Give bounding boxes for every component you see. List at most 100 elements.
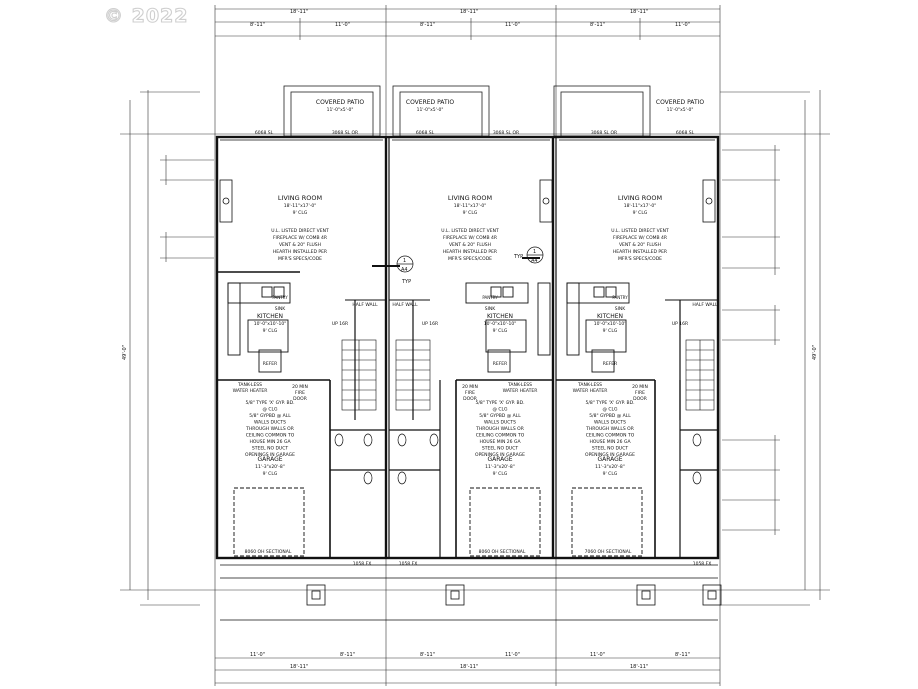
stair-up-label: UP 16R	[332, 321, 348, 327]
kitchen-dims: 10'-0"x10'-10"	[254, 321, 287, 327]
living-room-ceiling: 9' CLG	[633, 210, 648, 216]
dim-bottom-split-5: 11'-0"	[590, 652, 605, 658]
dim-top-split-4: 11'-0"	[505, 22, 520, 28]
covered-patio-label: COVERED PATIO	[316, 99, 364, 106]
fireplace-note-line: HEARTH INSTALLED PER	[273, 249, 327, 255]
pantry-label: PANTRY	[612, 295, 628, 300]
stair-up-label: UP 16R	[672, 321, 688, 327]
dim-top-overall-2: 18'-11"	[460, 9, 478, 15]
gypsum-note-line: THROUGH WALLS OR	[475, 426, 524, 432]
gypsum-note-line: CEILING COMMON TO	[476, 433, 525, 439]
patio-door-right-label: 6068 SL	[416, 130, 435, 136]
kitchen-sink-label: SINK	[615, 306, 627, 312]
fire-door-label: 20 MIN	[292, 384, 308, 390]
refrigerator-label: REFER	[493, 361, 508, 367]
kitchen-counters	[227, 282, 630, 373]
water-heater-label: WATER HEATER	[573, 388, 608, 394]
living-room-ceiling: 9' CLG	[293, 210, 308, 216]
fireplace-note-line: U.L. LISTED DIRECT VENT	[441, 228, 499, 234]
pantry-label: PANTRY	[482, 295, 498, 300]
gypsum-note-line: 5/8" GYPBD @ ALL	[479, 413, 521, 419]
fireplace-note-line: FIREPLACE W/ COMB 4R	[613, 235, 667, 241]
refrigerator-label: REFER	[263, 361, 278, 367]
living-room-label: LIVING ROOM	[448, 194, 492, 202]
living-room-label: LIVING ROOM	[618, 194, 662, 202]
gypsum-note-line: WALLS DUCTS	[594, 420, 626, 426]
garage-ceiling: 9' CLG	[603, 471, 618, 477]
section-mark-2-typ: TYP	[513, 254, 523, 260]
dim-bottom-overall-3: 18'-11"	[630, 664, 648, 670]
gypsum-note-line: OPENINGS IN GARAGE	[585, 452, 635, 458]
water-heater-label: TANK-LESS	[577, 382, 602, 388]
living-room-dims: 18'-11"x17'-0"	[284, 203, 317, 209]
garage-dims: 11'-3"x20'-8"	[255, 464, 285, 470]
section-mark-1-number: 1	[403, 258, 406, 264]
fire-door-label: FIRE	[635, 390, 645, 396]
dim-bottom-overall-1: 18'-11"	[290, 664, 308, 670]
fireplace-note-line: MFR'S SPECS/CODE	[278, 256, 322, 262]
fire-door-label: DOOR	[633, 396, 647, 402]
dim-right-overall: 49'-0"	[812, 345, 818, 360]
fire-door-label: 20 MIN	[632, 384, 648, 390]
fireplace-note-line: VENT & 20" FLUSH	[449, 242, 491, 248]
garage-ceiling: 9' CLG	[263, 471, 278, 477]
fire-door-label: DOOR	[463, 396, 477, 402]
kitchen-sink-label: SINK	[275, 306, 287, 312]
water-heater-label: WATER HEATER	[503, 388, 538, 394]
living-room-dims: 18'-11"x17'-0"	[624, 203, 657, 209]
garage-door-label: 8060 OH SECTIONAL	[479, 549, 526, 555]
gypsum-note-line: HOUSE MIN 26 GA	[249, 439, 291, 445]
gypsum-note-line: CEILING COMMON TO	[586, 433, 635, 439]
copyright-watermark: © 2022	[104, 5, 189, 27]
patio-door-left-label: 3068 SL OR	[493, 130, 519, 136]
living-room-label: LIVING ROOM	[278, 194, 322, 202]
gypsum-note-line: HOUSE MIN 26 GA	[589, 439, 631, 445]
patio-door-right-label: 6068 SL	[676, 130, 695, 136]
kitchen-label: KITCHEN	[597, 313, 623, 320]
gypsum-note-line: 5/8" GYPBD @ ALL	[589, 413, 631, 419]
fireplaces	[219, 179, 716, 223]
toilets	[334, 433, 702, 485]
dim-bottom-split-3: 8'-11"	[420, 652, 435, 658]
kitchen-dims: 10'-0"x10'-10"	[484, 321, 517, 327]
gypsum-note-line: 5/8" TYPE 'X' GYP. BD.	[585, 400, 634, 406]
entry-door-label: 1058 FX	[399, 561, 418, 567]
section-marks	[372, 246, 544, 273]
dim-bottom-split-6: 8'-11"	[675, 652, 690, 658]
fire-door-label: DOOR	[293, 396, 307, 402]
section-mark-2-number: 1	[533, 249, 536, 255]
half-wall-label: HALF WALL	[692, 302, 718, 308]
fireplace-note-line: HEARTH INSTALLED PER	[613, 249, 667, 255]
fireplace-note-line: U.L. LISTED DIRECT VENT	[271, 228, 329, 234]
gypsum-note-line: CEILING COMMON TO	[246, 433, 295, 439]
water-heater-label: TANK-LESS	[507, 382, 532, 388]
dim-top-overall-3: 18'-11"	[630, 9, 648, 15]
building-walls	[215, 135, 720, 560]
fireplace-note-line: MFR'S SPECS/CODE	[618, 256, 662, 262]
gypsum-note-line: @ CLG	[262, 407, 278, 413]
garage-dims: 11'-3"x20'-8"	[595, 464, 625, 470]
half-wall-label: HALF WALL	[392, 302, 418, 308]
covered-patio-dims: 11'-0"x5'-0"	[667, 107, 694, 113]
covered-patio-label: COVERED PATIO	[406, 99, 454, 106]
patio-door-left-label: 6068 SL	[255, 130, 274, 136]
covered-patio-label: COVERED PATIO	[656, 99, 704, 106]
dim-bottom-split-2: 8'-11"	[340, 652, 355, 658]
garage-label: GARAGE	[597, 456, 622, 463]
fireplace-note-line: HEARTH INSTALLED PER	[443, 249, 497, 255]
fireplace-note-line: VENT & 20" FLUSH	[619, 242, 661, 248]
covered-patio-dims: 11'-0"x5'-0"	[327, 107, 354, 113]
kitchen-label: KITCHEN	[257, 313, 283, 320]
fireplace-note-line: VENT & 20" FLUSH	[279, 242, 321, 248]
kitchen-ceiling: 9' CLG	[603, 328, 618, 334]
dim-top-split-5: 8'-11"	[590, 22, 605, 28]
garage-door-label: 7060 OH SECTIONAL	[585, 549, 632, 555]
fireplace-note-line: MFR'S SPECS/CODE	[448, 256, 492, 262]
gypsum-note-line: 5/8" TYPE 'X' GYP. BD.	[245, 400, 294, 406]
gypsum-note-line: STEEL NO DUCT	[482, 446, 518, 452]
dim-top-split-1: 8'-11"	[250, 22, 265, 28]
gypsum-note-line: WALLS DUCTS	[254, 420, 286, 426]
dim-top-split-2: 11'-0"	[335, 22, 350, 28]
